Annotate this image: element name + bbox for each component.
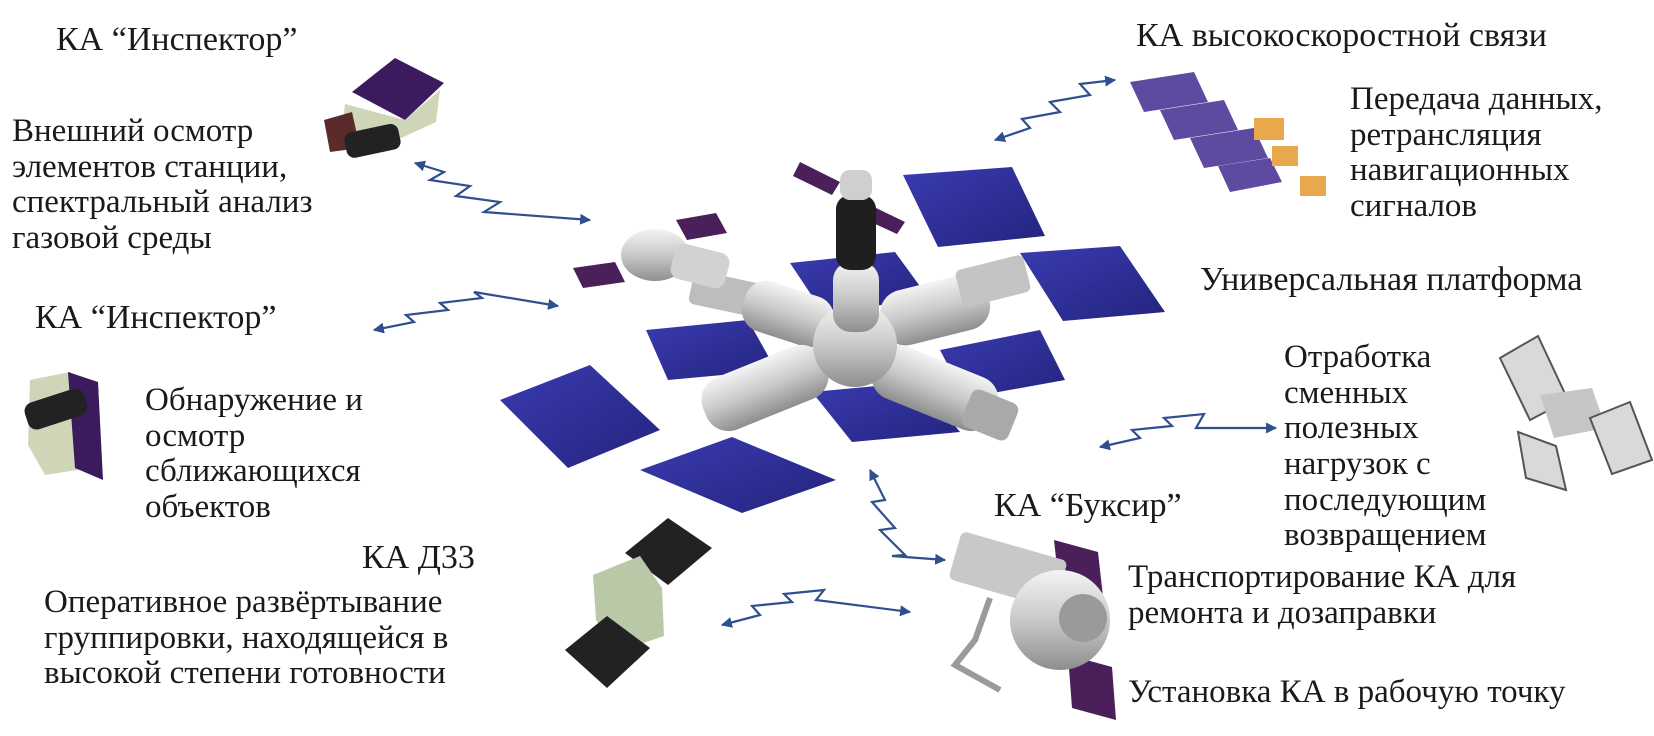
testing-description: Отработка сменных полезных нагрузок с по…: [1284, 339, 1487, 554]
station-modules: [621, 170, 1031, 441]
testing-platform-satellite: [1498, 334, 1654, 492]
radiator-disc: [946, 247, 958, 259]
comms-body-3: [1300, 176, 1326, 196]
dzz-description: Оперативное развёртывание группировки, н…: [44, 584, 449, 692]
dzz-desc-line: Оперативное развёртывание: [44, 584, 443, 620]
tug-title: КА “Буксир”: [994, 487, 1182, 524]
inspector-top-satellite: [324, 58, 444, 158]
inspector-top-description: Внешний осмотр элементов станции, спектр…: [12, 113, 313, 257]
inspector-top-panel: [352, 58, 444, 120]
small-panel-left: [573, 262, 625, 288]
platform-panel-right: [1588, 400, 1654, 476]
inspector-mid-desc-line: объектов: [145, 488, 271, 525]
comms-body-1: [1254, 118, 1284, 140]
arrow-dzz: [720, 588, 912, 628]
module-lower-left: [701, 344, 829, 432]
comms-body-2: [1272, 146, 1298, 166]
highspeed-desc-line: сигналов: [1350, 187, 1477, 224]
solar-panel-left: [500, 365, 660, 468]
highspeed-description: Передача данных, ретрансляция навигацион…: [1350, 81, 1603, 225]
module-left-main: [741, 280, 835, 348]
arrow-tug: [869, 469, 947, 565]
comms-panel-2: [1160, 100, 1238, 140]
tug-transport-desc-line: ремонта и дозаправки: [1128, 594, 1437, 631]
universal-platform-label: Универсальная платформа: [1200, 261, 1583, 298]
tug-transport-description: Транспортирование КА для ремонта и дозап…: [1128, 559, 1517, 631]
arrow-inspector-mid: [372, 290, 560, 334]
testing-desc-line: сменных: [1284, 374, 1409, 411]
dzz-title: КА Д33: [362, 539, 475, 576]
arrow-testing: [1098, 412, 1278, 451]
inspector-top-desc-line: спектральный анализ: [12, 184, 313, 221]
comms-panel-4: [1218, 158, 1282, 192]
tug-arm: [950, 596, 1002, 693]
module-right-truss: [955, 255, 1031, 307]
docked-ship-top: [840, 170, 872, 200]
inspector-mid-title: КА “Инспектор”: [35, 299, 277, 336]
solar-panel-bottom: [640, 437, 836, 513]
dzz-desc-line: высокой степени готовности: [44, 655, 446, 692]
comms-panel-1: [1130, 72, 1208, 112]
highspeed-desc-line: ретрансляция: [1350, 116, 1542, 153]
station-solar-arrays: [500, 162, 1165, 513]
platform-panel-bottom: [1516, 430, 1568, 492]
testing-desc-line: полезных: [1284, 410, 1419, 447]
dzz-satellite: [565, 518, 712, 688]
arrow-inspector-top: [413, 160, 592, 225]
inspector-mid-satellite: [24, 372, 103, 480]
inspector-top-title: КА “Инспектор”: [56, 21, 298, 58]
inspector-top-desc-line: элементов станции,: [12, 148, 288, 185]
solar-panel-mid-left: [646, 320, 776, 380]
comms-panel-3: [1190, 128, 1268, 168]
highspeed-desc-line: Передача данных,: [1350, 81, 1603, 117]
testing-desc-line: Отработка: [1284, 339, 1432, 375]
docked-ship-dark: [836, 195, 876, 270]
tug-install-description: Установка КА в рабочую точку: [1128, 674, 1566, 710]
highspeed-title: КА высокоскоростной связи: [1136, 17, 1547, 54]
tug-spacecraft: [949, 532, 1116, 720]
inspector-top-camera: [344, 123, 401, 158]
soyuz-left-body: [670, 243, 730, 289]
solar-panel-top-right: [903, 167, 1045, 247]
vertical-module: [833, 262, 879, 332]
inspector-mid-camera: [24, 388, 88, 430]
solar-panel-right: [1020, 246, 1165, 321]
node-module: [813, 303, 897, 387]
small-panel-upper-left: [676, 213, 727, 240]
platform-body: [1540, 388, 1606, 438]
inspector-top-desc-line: Внешний осмотр: [12, 113, 254, 149]
inspector-mid-desc-line: осмотр: [145, 417, 246, 454]
highspeed-desc-line: навигационных: [1350, 152, 1570, 189]
link-arrows: [372, 75, 1278, 628]
inspector-mid-desc-line: сближающихся: [145, 453, 361, 490]
inspector-mid-desc-line: Обнаружение и: [145, 382, 363, 418]
highspeed-satellites: [1130, 72, 1326, 196]
tug-transport-desc-line: Транспортирование КА для: [1128, 559, 1517, 595]
tug-panel-bottom: [1068, 655, 1116, 720]
inspector-mid-description: Обнаружение и осмотр сближающихся объект…: [145, 382, 363, 526]
arrow-highspeed: [993, 75, 1117, 142]
testing-desc-line: нагрузок с: [1284, 445, 1431, 482]
testing-desc-line: возвращением: [1284, 517, 1487, 554]
dzz-desc-line: группировки, находящейся в: [44, 619, 449, 656]
tug-hatch: [1059, 594, 1107, 642]
testing-desc-line: последующим: [1284, 481, 1487, 518]
inspector-top-desc-line: газовой среды: [12, 219, 212, 256]
small-panel-top-left: [793, 162, 840, 195]
dzz-panel-bottom: [565, 616, 650, 688]
module-lower-right-end: [961, 389, 1019, 441]
